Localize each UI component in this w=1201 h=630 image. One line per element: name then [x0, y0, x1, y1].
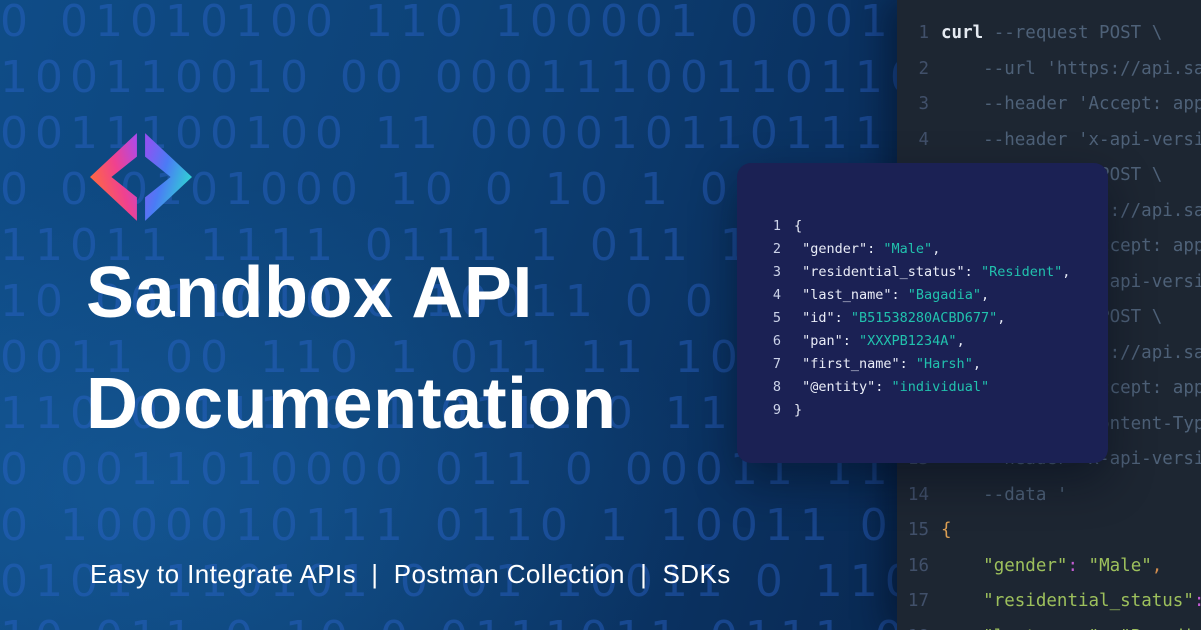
code-brackets-icon	[90, 133, 192, 221]
json-line: 4 "last_name": "Bagadia",	[772, 287, 990, 303]
json-line: 5 "id": "B51538280ACBD677",	[772, 310, 1006, 326]
json-line: 9}	[772, 402, 803, 418]
code-brackets-logo	[90, 133, 192, 221]
subtitle: Easy to Integrate APIs | Postman Collect…	[90, 559, 731, 589]
json-line: 2 "gender": "Male",	[772, 241, 941, 257]
json-response-card: 1{ 2 "gender": "Male", 3 "residential_stat…	[737, 163, 1108, 463]
json-line: 1{	[772, 218, 803, 234]
code-line: 16 "gender": "Male",	[907, 555, 1163, 576]
page-title-line2: Documentation	[86, 364, 617, 444]
json-line: 6 "pan": "XXXPB1234A",	[772, 333, 965, 349]
code-line: 17 "residential_status": "Resident",	[907, 591, 1201, 611]
left-chevron-icon	[90, 133, 137, 221]
json-line: 3 "residential_status": "Resident",	[772, 264, 1071, 280]
json-line: 8 "@entity": "individual"	[772, 379, 990, 395]
code-line: 15{	[907, 520, 952, 540]
code-line: 14 --data '	[907, 484, 1068, 505]
page-title: Sandbox API Documentation	[86, 238, 617, 460]
code-line: 4 --header 'x-api-version: 1.0' \	[918, 129, 1201, 150]
json-response-lines: 1{ 2 "gender": "Male", 3 "residential_stat…	[737, 163, 1108, 422]
code-line: 2 --url 'https://api.sandbox.co.in' \	[918, 58, 1201, 79]
json-line: 7 "first_name": "Harsh",	[772, 356, 981, 372]
page-title-line1: Sandbox API	[86, 253, 533, 333]
right-chevron-icon	[145, 133, 192, 221]
code-line: 18 "last_name": "Bagadia",	[897, 620, 1201, 630]
code-line: 3 --header 'Accept: application/json' \	[918, 94, 1201, 114]
